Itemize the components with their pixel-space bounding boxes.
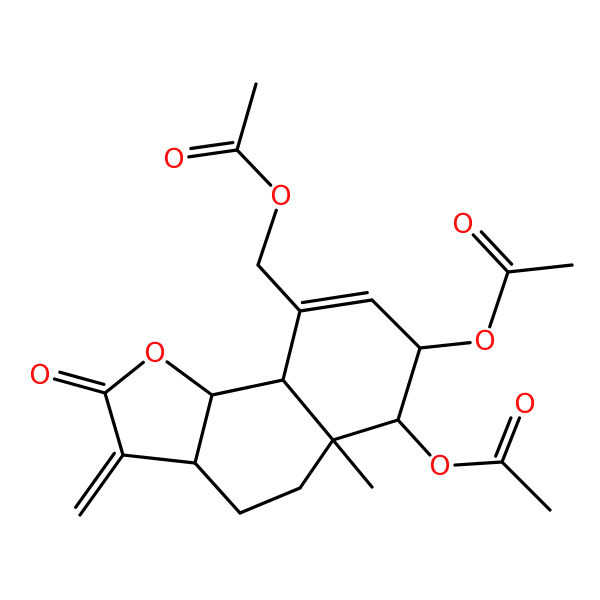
bond-c5-c4-half-a xyxy=(268,486,302,503)
bond-c9a-c9-half-b xyxy=(289,309,302,348)
bond-c8-c7-half-a xyxy=(370,298,398,326)
bond-c7-o3-half-a xyxy=(418,343,447,350)
bond-o5-c_ac3-half-a xyxy=(453,461,481,467)
bond-c6-o5-half-b xyxy=(412,435,432,457)
bond-c_ac2-o4-double-half-a xyxy=(494,246,514,266)
bond-c3-c3a-half-b xyxy=(157,457,197,465)
bond-c6-c5a-half-b xyxy=(331,428,368,442)
bond-c9-c8-double-half-b xyxy=(333,291,369,300)
oxygen-atom-label: O xyxy=(29,360,50,391)
bond-c5a-c_me5a-half-b xyxy=(350,461,374,489)
bond-c9b-c9a-half-b xyxy=(245,378,285,390)
bond-c4-c3a-half-b xyxy=(193,461,220,490)
bond-c_ac2-c_me2-half-b xyxy=(538,263,574,271)
bond-c2-o8-double-half-a xyxy=(80,376,106,386)
bond-c_ac1-o2-half-a xyxy=(235,148,256,170)
oxygen-atom-label: O xyxy=(452,209,473,240)
bond-c6-o5-half-a xyxy=(396,418,416,440)
bond-c3a-c9b-half-a xyxy=(193,427,206,465)
bond-c7-o3-half-b xyxy=(443,341,472,347)
bond-o7-c2-half-b xyxy=(103,376,126,395)
bond-c6-c5a-half-a xyxy=(363,418,400,432)
bond-c2-o8-half-a xyxy=(78,384,107,395)
bond-c9a-c5a-half-b xyxy=(306,408,335,442)
oxygen-atom-label: O xyxy=(474,326,495,357)
bond-c3-c3a-half-a xyxy=(121,453,161,461)
bond-c_ac1-o1-half-b xyxy=(187,151,215,159)
bond-c_ac3-o6-double-half-a xyxy=(494,435,505,458)
bond-c9b-o7-half-b xyxy=(165,360,192,381)
bond-c3-ch2-double-half-b xyxy=(74,478,97,509)
bond-c_me1-c_ac1-half-a xyxy=(244,82,258,119)
bond-c_ac2-o4-half-a xyxy=(489,251,510,274)
bond-c9-c8-half-b xyxy=(334,298,374,308)
bond-c_ch2-c9-half-a xyxy=(256,263,281,290)
bond-o3-c_ac2-half-b xyxy=(497,270,510,301)
bond-c_ac1-o1-half-a xyxy=(211,148,239,156)
bond-c9a-c9-half-a xyxy=(281,343,294,382)
bond-c9a-c5a-half-a xyxy=(281,378,310,412)
bond-c_me1-c_ac1-half-b xyxy=(235,115,249,152)
bond-o2-c_ch2-half-a xyxy=(265,208,278,240)
bond-c_ac3-o6-half-a xyxy=(500,438,513,464)
bond-c2-c3-half-a xyxy=(103,391,116,426)
bond-c3a-c9b-half-b xyxy=(201,393,214,431)
bond-c_ac1-o2-half-b xyxy=(252,165,273,187)
bond-c8-c7-half-b xyxy=(394,322,422,350)
oxygen-atom-label: O xyxy=(144,338,165,369)
bond-c_ch2-c9-half-b xyxy=(277,286,302,313)
bond-c2-c3-half-b xyxy=(112,422,125,457)
bond-c5a-c_me5a-half-a xyxy=(331,438,355,466)
bond-o5-c_ac3-half-b xyxy=(476,460,504,466)
bond-c2-o8-double-half-b xyxy=(58,370,84,380)
bond-o3-c_ac2-half-a xyxy=(488,297,501,329)
bond-c3-ch2-double-half-a xyxy=(93,451,116,482)
bond-c_ac1-o1-double-half-b xyxy=(189,143,214,151)
bond-c_ac3-o6-double-half-b xyxy=(501,416,513,439)
bond-c_ac2-o4-double-half-b xyxy=(479,230,499,250)
oxygen-atom-label: O xyxy=(429,451,450,482)
bond-c9-c8-half-a xyxy=(298,303,338,313)
bond-c7-c6-half-b xyxy=(396,382,411,422)
bond-layer xyxy=(52,82,574,517)
bond-c_ac3-c_me3-half-a xyxy=(500,460,528,488)
bond-o7-c2-half-a xyxy=(122,360,145,380)
bond-c4-c3a-half-a xyxy=(215,486,242,515)
bond-c5-c4-half-b xyxy=(238,498,272,515)
bond-c2-o8-half-b xyxy=(52,377,82,388)
bond-c_ac3-c_me3-half-b xyxy=(524,484,552,512)
bond-c9-c8-double-half-a xyxy=(300,295,337,305)
bond-c_ac2-c_me2-half-a xyxy=(506,266,542,274)
oxygen-atom-label: O xyxy=(270,181,291,212)
bond-c_ac1-o1-double-half-a xyxy=(210,140,235,148)
bond-c_ac3-o6-half-b xyxy=(509,416,522,442)
bond-o2-c_ch2-half-b xyxy=(256,236,269,267)
oxygen-atom-label: O xyxy=(514,389,535,420)
bond-c9b-o7-half-a xyxy=(187,376,214,397)
bond-c5a-c5-half-b xyxy=(298,462,319,490)
oxygen-atom-label: O xyxy=(163,144,184,175)
bond-c3-ch2-half-a xyxy=(99,453,125,487)
bond-c5a-c5-half-a xyxy=(314,438,335,466)
bond-c7-c6-half-a xyxy=(407,346,422,386)
bond-c9b-c9a-half-a xyxy=(210,385,250,397)
bond-c_ac2-o4-half-b xyxy=(471,233,493,256)
atom-label-layer: O O O O O O O O xyxy=(29,144,535,482)
bond-c3-ch2-half-b xyxy=(78,483,104,517)
